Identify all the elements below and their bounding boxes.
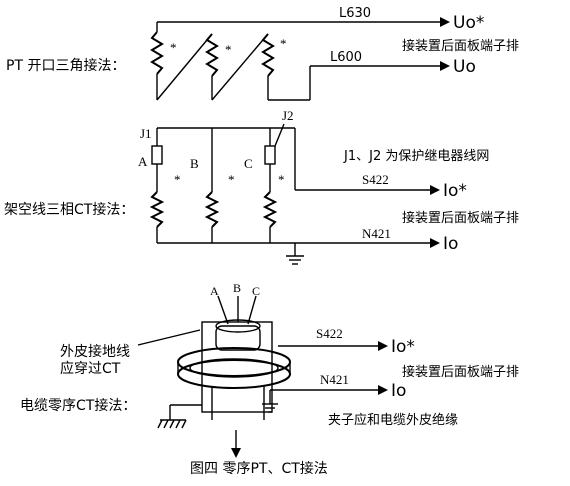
relay-j2	[264, 145, 276, 165]
cable-method-label: 电缆零序CT接法：	[20, 397, 136, 414]
ct-toroid-inner	[189, 358, 279, 378]
label-phase-b: B	[190, 156, 199, 171]
cable-label-io-star: Io*	[391, 337, 415, 357]
sheath-note-2: 应穿过CT	[60, 360, 121, 377]
ct-star-2: *	[228, 172, 235, 187]
arrow-uo-star	[440, 17, 450, 27]
label-l630: L630	[339, 6, 371, 21]
label-j2: J2	[282, 108, 294, 123]
sheath-note-1: 外皮接地线	[60, 343, 130, 360]
star-2: *	[225, 42, 232, 57]
pt-terminal-note: 接装置后面板端子排	[402, 38, 519, 54]
pt-delta-2	[211, 33, 269, 101]
j-note: J1、J2 为保护继电器线网	[343, 149, 489, 164]
hatch-3	[169, 419, 175, 429]
cable-phase-b: B	[233, 281, 241, 295]
ct-coil-b	[204, 191, 220, 228]
hatch-5	[181, 419, 187, 429]
label-phase-c: C	[244, 156, 253, 171]
sheath-ground-pointer	[137, 329, 201, 346]
label-s422-ct: S422	[362, 172, 389, 187]
star-3: *	[280, 36, 287, 51]
star-1: *	[170, 40, 177, 55]
label-io-ct: Io	[443, 234, 458, 254]
pt-coil-2	[205, 33, 219, 77]
cable-terminal-note: 接装置后面板端子排	[402, 364, 519, 380]
cable-label-s422: S422	[316, 326, 343, 341]
arrow-io-cable	[378, 385, 388, 395]
hatch-4	[175, 419, 181, 429]
cable-label-io: Io	[391, 381, 406, 401]
arrow-io-ct	[430, 238, 440, 248]
cable-top-body	[215, 325, 261, 351]
label-io-star-ct: Io*	[443, 181, 467, 201]
figure-caption: 图四 零序PT、CT接法	[190, 460, 328, 477]
ct-star-1: *	[174, 172, 181, 187]
pt-coil-1	[150, 31, 164, 75]
pt-delta-1	[156, 33, 213, 101]
arrow-uo	[440, 61, 450, 71]
label-phase-a: A	[138, 154, 148, 169]
j2-pointer	[274, 123, 285, 147]
cable-sheath	[201, 321, 273, 413]
arrow-io-star-cable	[378, 341, 388, 351]
hatch-2	[163, 419, 169, 429]
cable-phase-a: A	[210, 284, 219, 298]
cable-phase-c: C	[252, 284, 260, 298]
arrow-io-star-ct	[430, 185, 440, 195]
cable-label-n421: N421	[320, 372, 349, 387]
cable-down-arrow	[231, 448, 241, 458]
ct-coil-c	[262, 191, 278, 228]
ct-star-3: *	[278, 172, 285, 187]
clip-note: 夹子应和电缆外皮绝缘	[328, 412, 458, 428]
label-l600: L600	[330, 50, 362, 65]
ct-coil-a	[149, 191, 165, 228]
cable-core-c	[247, 295, 257, 325]
label-uo: Uo	[453, 57, 476, 77]
ct-terminal-note: 接装置后面板端子排	[402, 210, 519, 226]
pt-open-delta: * * * L630 L600 Uo* Uo 接装置后面板端子排 PT 开口三角…	[6, 6, 519, 101]
relay-j1	[151, 145, 163, 165]
cable-core-a	[217, 295, 229, 325]
pt-coil-3	[261, 33, 275, 77]
pt-method-label: PT 开口三角接法：	[6, 57, 125, 74]
label-n421-ct: N421	[362, 226, 391, 241]
ct-method-label: 架空线三相CT接法：	[4, 201, 134, 218]
label-j1: J1	[140, 126, 152, 141]
label-uo-star: Uo*	[453, 13, 484, 33]
cable-zero-seq-ct: A B C	[20, 281, 519, 458]
ct-three-phase: J1 J2 A B C * * * J1、J2 为保护继电器线网 S422 N4…	[4, 108, 519, 265]
hatch-1	[157, 419, 163, 429]
